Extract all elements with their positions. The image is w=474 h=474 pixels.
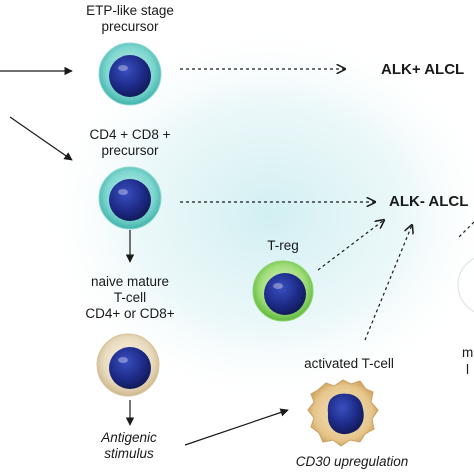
treg-cell [252,260,314,322]
naive-label: naive mature T-cell CD4+ or CD8+ [85,274,174,323]
etp-label-line1: ETP-like stage [86,3,174,18]
antigenic-label-line2: stimulus [104,446,154,462]
etp-label-line2: precursor [101,19,159,35]
naive-cell [96,333,160,397]
cd4cd8-label-line1: CD4 + CD8 + [89,127,171,142]
cd4cd8-label-line2: precursor [101,143,159,159]
treg-label: T-reg [267,238,299,253]
cd30-label: CD30 upregulation [295,454,409,469]
etp-cell [98,42,162,106]
naive-label-line3: CD4+ or CD8+ [85,306,175,322]
cd4cd8-cell [98,166,162,230]
arrow-antigenic-to-activated [184,408,289,446]
clipped-text-l: l [466,362,469,377]
antigenic-label-line1: Antigenic [101,430,157,445]
dotted-arrow-treg-to-alk-neg [317,220,384,271]
activated-label: activated T-cell [304,356,394,371]
arrow-into-cd4cd8 [9,116,73,161]
alk-neg-label: ALK- ALCL [389,193,469,210]
dotted-arrow-activated-to-alk-neg [364,225,412,341]
activated-cell [307,379,379,447]
antigenic-label: Antigenic stimulus [101,430,157,462]
etp-label: ETP-like stage precursor [86,3,174,35]
background-glow [40,25,474,405]
clipped-cell-right [457,257,474,313]
dotted-arrow-clipped-right [457,221,474,239]
naive-label-line1: naive mature [90,274,170,289]
naive-label-line2: T-cell [113,290,147,306]
cd4cd8-label: CD4 + CD8 + precursor [89,127,170,159]
alk-pos-label: ALK+ ALCL [381,61,465,78]
clipped-text-m: m [462,345,474,360]
